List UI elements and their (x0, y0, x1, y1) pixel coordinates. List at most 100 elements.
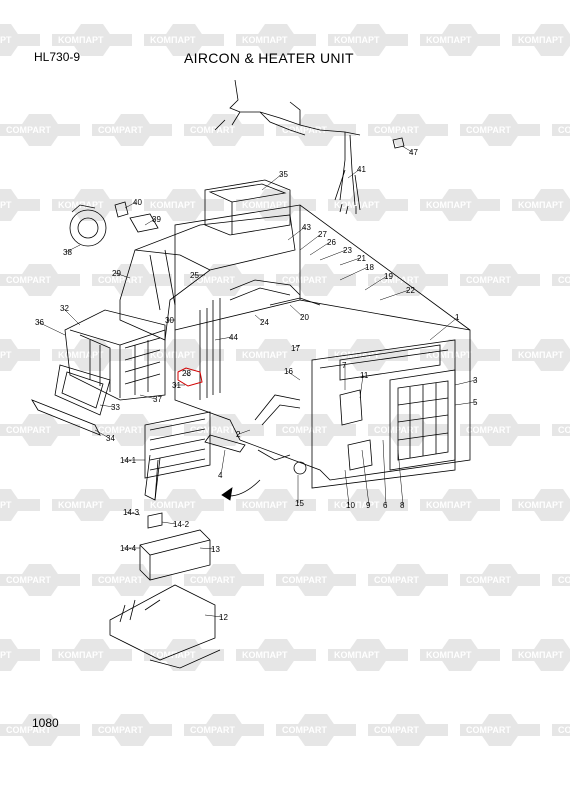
watermark-bar (460, 574, 540, 586)
watermark-bar (552, 274, 570, 286)
watermark-text: KOMПAPT (518, 200, 564, 210)
callout-labels: 1234567891011121314-114-214-314-41516171… (35, 148, 478, 622)
watermark-bar (0, 574, 80, 586)
callout-5: 5 (473, 398, 478, 407)
watermark-text: KOMПAPT (0, 200, 12, 210)
leader-33 (99, 404, 115, 408)
leader-29 (114, 272, 131, 279)
watermark-text: KOMПAPT (0, 35, 12, 45)
leader-12 (204, 614, 223, 618)
watermark-text: KOMПAPT (150, 35, 196, 45)
watermark-text: KOMПAPT (426, 200, 472, 210)
callout-34: 34 (106, 434, 115, 443)
watermark-text: KOMПAPT (150, 350, 196, 360)
watermark-text: KOMПAPT (58, 35, 104, 45)
callout-22: 22 (406, 286, 415, 295)
watermark-text: COMPART (98, 575, 143, 585)
watermark-bar (328, 349, 408, 361)
watermark-text: KOMПAPT (426, 650, 472, 660)
leader-40 (124, 201, 137, 209)
leader-32 (62, 307, 81, 326)
watermark-bar (52, 499, 132, 511)
watermark-text: KOMПAPT (242, 200, 288, 210)
watermark-text: KOMПAPT (0, 500, 12, 510)
watermark-text: COMPART (98, 275, 143, 285)
watermark-text: COMPART (282, 575, 327, 585)
leader-41 (347, 168, 361, 179)
callout-32: 32 (60, 304, 69, 313)
callout-16: 16 (284, 367, 293, 376)
watermark-bar (144, 34, 224, 46)
watermark-bar (0, 649, 40, 661)
watermark-bar (0, 349, 40, 361)
watermark-text: COMPART (6, 575, 51, 585)
watermark-bar (552, 724, 570, 736)
callout-14-2: 14-2 (173, 520, 190, 529)
watermark-text: COMPART (374, 125, 419, 135)
watermark-text: COMPART (558, 425, 570, 435)
leader-37 (139, 394, 157, 400)
watermark-text: KOMПAPT (518, 500, 564, 510)
watermark-bar (368, 724, 448, 736)
watermark-text: KOMПAPT (426, 35, 472, 45)
callout-17: 17 (291, 344, 300, 353)
callout-23: 23 (343, 246, 352, 255)
callout-7: 7 (342, 361, 347, 370)
watermark-bar (328, 34, 408, 46)
filter-box (64, 309, 166, 401)
callout-20: 20 (300, 313, 309, 322)
callout-39: 39 (152, 215, 161, 224)
sensor-47 (392, 137, 405, 149)
heater-core-panel (389, 369, 456, 471)
watermark-bar (420, 649, 500, 661)
callout-12: 12 (219, 613, 228, 622)
expansion-valve (339, 389, 363, 426)
watermark-text: COMPART (190, 575, 235, 585)
watermark-text: KOMПAPT (150, 200, 196, 210)
callout-40: 40 (133, 198, 142, 207)
callout-43: 43 (302, 223, 311, 232)
wiring-harness (214, 79, 361, 215)
watermark-bar (512, 649, 570, 661)
callout-44: 44 (229, 333, 238, 342)
watermark-text: COMPART (6, 425, 51, 435)
leader-20 (289, 304, 304, 318)
leader-6 (382, 439, 387, 506)
mounting-bracket (109, 584, 221, 669)
watermark-text: COMPART (374, 725, 419, 735)
callout-21: 21 (357, 254, 366, 263)
watermark-bar (552, 424, 570, 436)
filter-mesh (31, 399, 101, 436)
watermark-text: COMPART (6, 725, 51, 735)
leader-22 (379, 289, 410, 301)
watermark-bar (0, 724, 80, 736)
leader-11 (359, 374, 364, 399)
watermark-bar (276, 724, 356, 736)
refrigerant-pipes (199, 279, 321, 461)
watermark-bar (92, 424, 172, 436)
callout-26: 26 (327, 238, 336, 247)
watermark-text: KOMПAPT (518, 350, 564, 360)
callout-36: 36 (35, 318, 44, 327)
leader-9 (361, 449, 370, 506)
callout-28: 28 (182, 369, 191, 378)
leader-16 (286, 370, 301, 381)
leader-35 (261, 173, 283, 191)
leader-43 (287, 226, 306, 241)
watermark-bar (184, 724, 264, 736)
heater-housing (174, 204, 471, 489)
watermark-text: COMPART (282, 425, 327, 435)
model-code: HL730-9 (34, 50, 81, 64)
watermark-bar (184, 274, 264, 286)
watermark-bar (276, 124, 356, 136)
watermark-text: KOMПAPT (334, 500, 380, 510)
part-28-highlight (177, 367, 203, 387)
leader-44 (214, 336, 233, 341)
callout-1: 1 (455, 313, 460, 322)
watermark-layer: KOMПAPT KOMПAPT KOMПAPT KOMПAPT KOMПAPT KOMПA… (0, 24, 570, 746)
watermark-bar (420, 34, 500, 46)
callout-27: 27 (318, 230, 327, 239)
watermark-bar (368, 424, 448, 436)
filter-frame (54, 364, 111, 416)
